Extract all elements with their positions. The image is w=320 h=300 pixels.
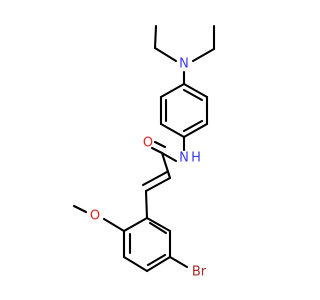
atom-br: Br [192, 265, 207, 280]
bond-ring2-c [145, 255, 172, 273]
bond-ring2-d [122, 255, 149, 273]
bond-carbonyl-double-1 [150, 146, 164, 155]
bond-methoxy-ch3 [72, 204, 88, 214]
bond-ring1-inner-1 [182, 88, 204, 102]
atom-o-methoxy: O [90, 209, 100, 224]
bond-beta-ring2 [144, 189, 149, 220]
bond-alkene-1 [144, 176, 172, 193]
bond-ring2-br [168, 255, 189, 269]
bond-ring2-inner-2 [146, 253, 167, 267]
bond-carbonyl-alpha [160, 151, 172, 180]
atom-label-layer: N N H O O Br [90, 57, 207, 280]
molecule-structure: N N H O O Br [72, 24, 216, 280]
bond-alkene-2 [141, 170, 169, 187]
atom-n-amine: N [179, 57, 189, 72]
bond-ethyl-left-ch3 [153, 24, 158, 50]
bond-ring1-inner-2 [182, 119, 204, 133]
bond-ring2-methoxy-o [102, 217, 126, 233]
bond-amide-n-carbonyl [160, 151, 178, 163]
atom-n-amide: N [179, 151, 189, 166]
bond-ring2-inner-1 [148, 221, 168, 235]
bond-ring1-f [159, 82, 186, 99]
atom-h-amide: H [191, 151, 201, 166]
bond-ring1-c [182, 122, 209, 139]
atom-o-carbonyl: O [143, 136, 153, 151]
bond-carbonyl-double-2 [153, 140, 167, 149]
bond-ring2-f [122, 216, 149, 233]
bond-layer [72, 24, 216, 273]
bond-ring1-d [159, 122, 186, 139]
bond-ethyl-left-ch2 [153, 46, 178, 63]
bond-ring2-a [145, 216, 172, 233]
bond-ethyl-right-ch2 [191, 47, 216, 63]
bond-ring1-a [182, 82, 209, 99]
